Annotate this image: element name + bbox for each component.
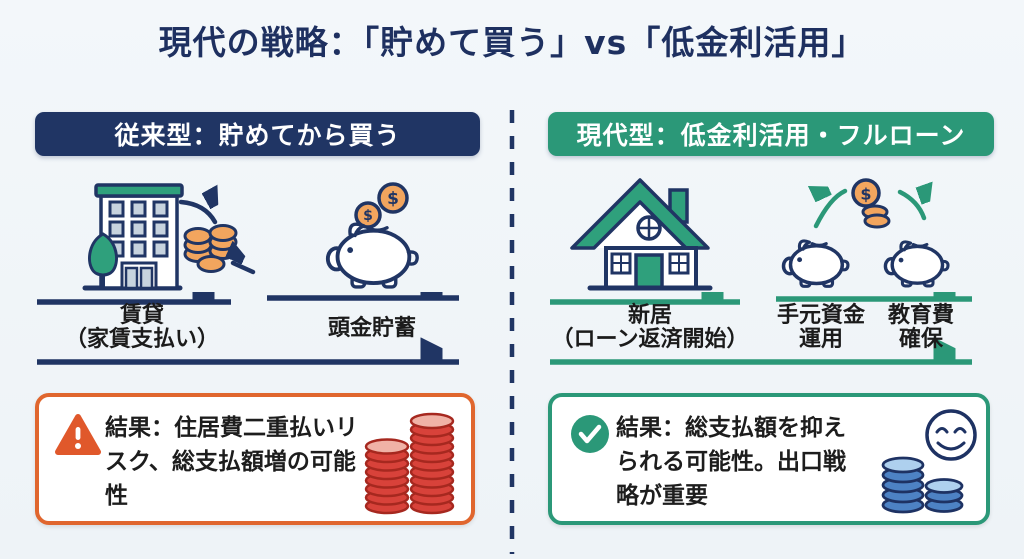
piggy-bank-icon: [325, 222, 419, 289]
left-result-box: 結果：住居費二重払いリスク、総支払額増の可能性: [35, 393, 475, 525]
step-label-new-home: 新居 （ローン返済開始）: [552, 304, 749, 352]
left-result-text: 結果：住居費二重払いリスク、総支払額増の可能性: [105, 415, 358, 509]
step-label-line2: 確保: [898, 327, 944, 352]
step-label-cash-investment: 手元資金 運用: [777, 304, 865, 352]
step-label-line1: 新居: [627, 303, 672, 328]
smiley-icon: [925, 409, 977, 461]
right-panel-header: 現代型：低金利活用・フルローン: [548, 112, 994, 156]
step-label-rental: 賃貸 （家賃支払い）: [65, 304, 219, 352]
left-timeline-arrows: [37, 292, 459, 365]
right-illustration: $: [570, 178, 950, 291]
piggy-bank-icon: [883, 240, 950, 288]
step-label-line2: 運用: [798, 327, 844, 352]
step-label-downpayment: 頭金貯蓄: [328, 317, 416, 341]
step-label-education-fund: 教育費 確保: [888, 304, 954, 352]
page-title: 現代の戦略：「貯めて買う」vs「低金利活用」: [158, 23, 866, 62]
right-result-text: 結果：総支払額を抑えられる可能性。出口戦略が重要: [616, 415, 846, 509]
blue-coin-stacks-icon: [881, 456, 964, 514]
step-label-line1: 賃貸: [119, 303, 165, 328]
warning-icon: [55, 414, 101, 455]
house-icon: [570, 178, 713, 291]
right-result-box: 結果：総支払額を抑えられる可能性。出口戦略が重要: [548, 393, 990, 525]
right-timeline-arrows: [550, 292, 972, 365]
red-coin-stacks-icon: [364, 412, 455, 515]
step-label-line2: （ローン返済開始）: [551, 327, 749, 352]
apartment-building-icon: [82, 183, 184, 291]
step-label-line1: 頭金貯蓄: [327, 316, 417, 341]
curve-down-arrow-icon: [897, 192, 924, 221]
svg-text:$: $: [387, 189, 399, 209]
coin-stack-icon: [183, 224, 238, 273]
check-icon: [571, 415, 609, 453]
right-arrow-icon: [233, 263, 256, 275]
dollar-coin-icon: $: [851, 178, 891, 229]
left-panel-header: 従来型：貯めてから買う: [35, 112, 480, 156]
curve-up-arrow-icon: [816, 191, 848, 229]
divider-dashed-line: [509, 110, 515, 554]
step-label-line2: （家賃支払い）: [64, 327, 220, 352]
svg-text:$: $: [860, 185, 871, 204]
curved-arrow-icon: [178, 202, 215, 225]
falling-coins-icon: $ $: [354, 182, 409, 229]
piggy-bank-icon: [781, 239, 850, 288]
tree-icon: [88, 232, 118, 290]
left-illustration: $ $: [82, 182, 419, 291]
svg-text:$: $: [363, 208, 373, 224]
step-label-line1: 手元資金: [776, 303, 866, 328]
step-label-line1: 教育費: [887, 303, 955, 328]
right-result-icons: [881, 409, 977, 514]
